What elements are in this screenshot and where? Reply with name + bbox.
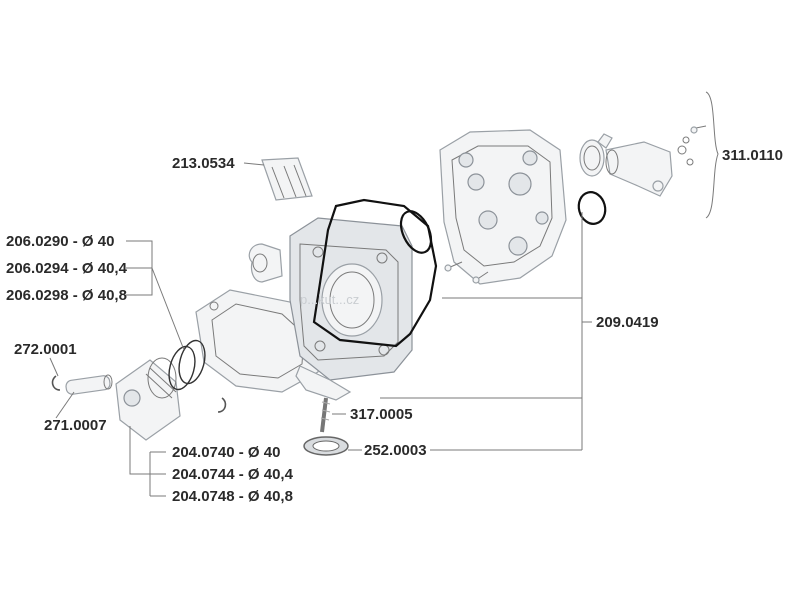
label-252-0003: 252.0003 [364, 442, 427, 459]
label-204-0744: 204.0744 - Ø 40,4 [172, 466, 294, 483]
label-204-0740: 204.0740 - Ø 40 [172, 444, 280, 461]
label-317-0005: 317.0005 [350, 406, 413, 423]
water-outlet-part [577, 125, 707, 225]
stud-part [320, 397, 331, 433]
label-271-0007: 271.0007 [44, 417, 107, 434]
label-311-0110: 311.0110 [722, 147, 783, 164]
label-209-0419: 209.0419 [596, 314, 659, 331]
reed-valve-part [261, 157, 313, 201]
base-gasket-part [195, 289, 323, 393]
label-213-0534: 213.0534 [172, 155, 235, 172]
label-206-0298: 206.0298 - Ø 40,8 [6, 287, 127, 304]
piston-rings-part [168, 339, 206, 391]
label-206-0290: 206.0290 - Ø 40 [6, 233, 114, 250]
washer-part [303, 436, 349, 456]
leader-lines [49, 91, 719, 497]
cylinder-head-part [439, 129, 567, 285]
label-204-0748: 204.0748 - Ø 40,8 [172, 488, 293, 505]
head-gasket-part [312, 198, 438, 348]
watermark-text: p...kut...cz [300, 292, 359, 307]
circlip-part [51, 375, 227, 413]
piston-part [115, 357, 181, 441]
label-206-0294: 206.0294 - Ø 40,4 [6, 260, 128, 277]
cylinder-block-part [248, 217, 413, 401]
piston-pin-part [65, 374, 113, 395]
label-272-0001: 272.0001 [14, 341, 77, 358]
